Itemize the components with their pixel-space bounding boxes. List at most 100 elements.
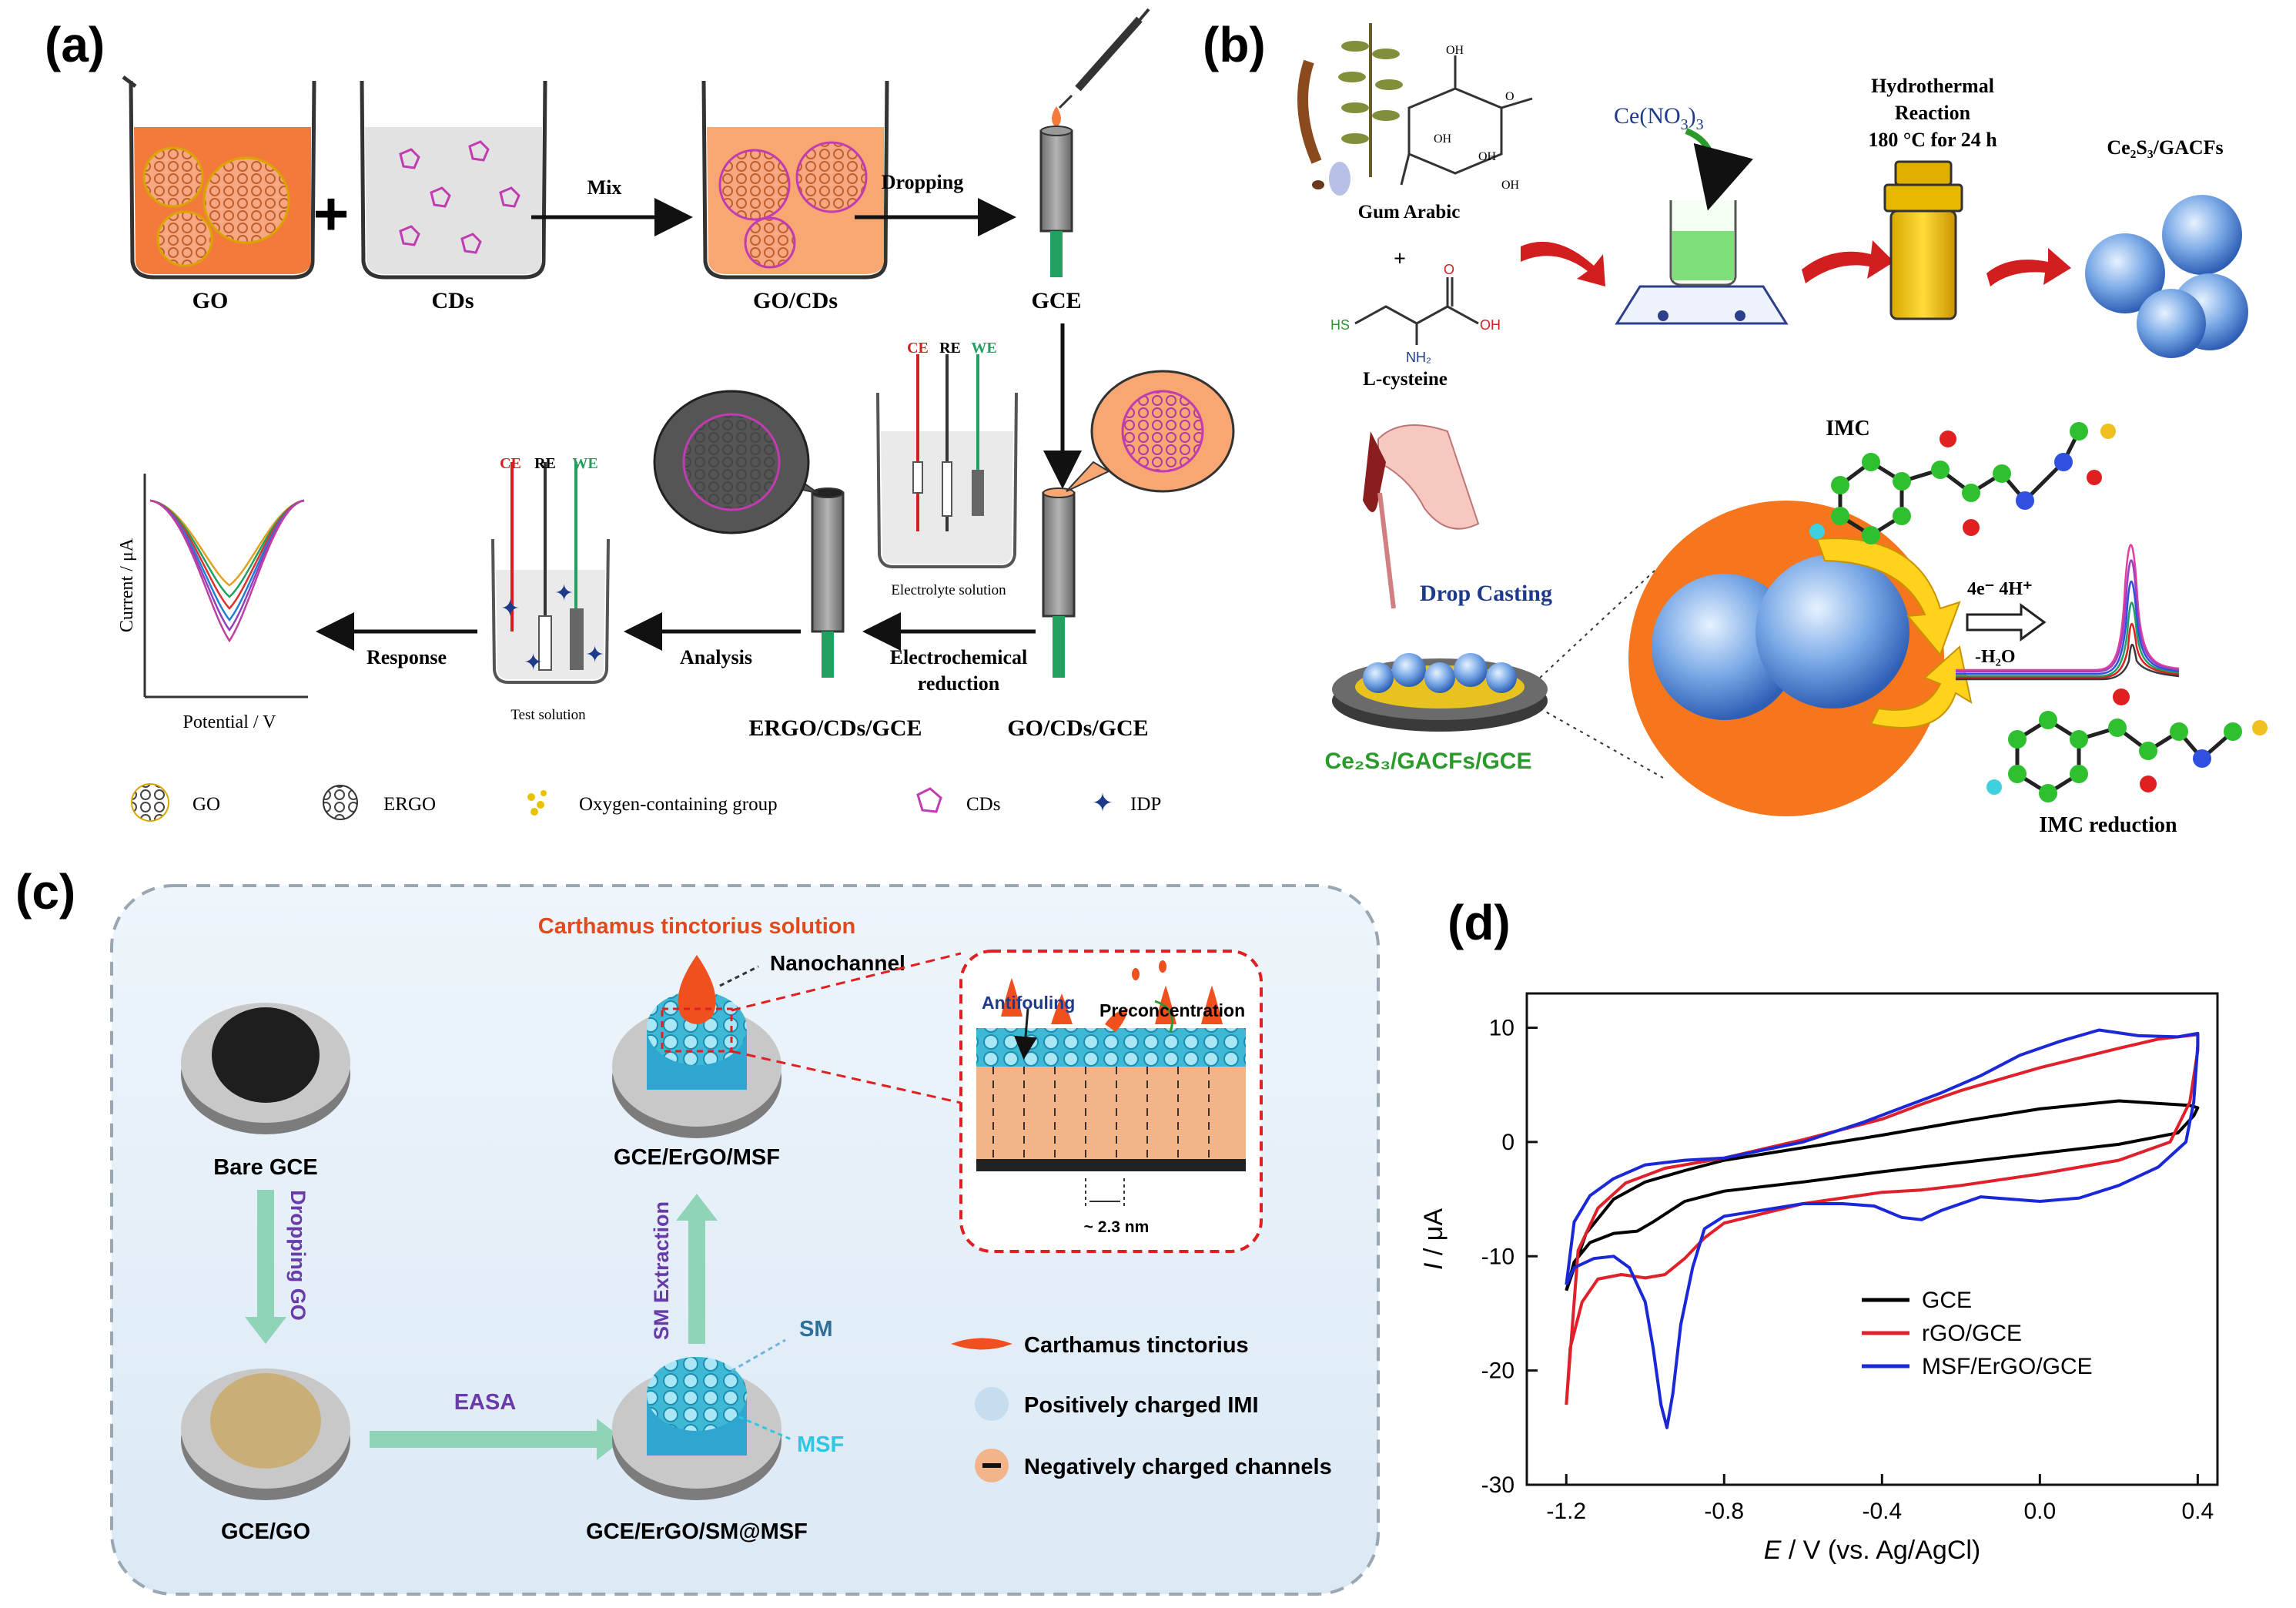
y-tick-label: -20 bbox=[1481, 1358, 1514, 1384]
legend-a-idp: IDP bbox=[1130, 794, 1161, 815]
imc-label: IMC bbox=[1826, 417, 1870, 441]
dropping-go-label: Dropping GO bbox=[286, 1190, 310, 1320]
series-line-gce bbox=[1565, 1099, 2200, 1291]
hydro-label-1: Hydrothermal bbox=[1871, 75, 1994, 97]
oxygen-group-icon bbox=[527, 790, 547, 816]
test-cell: ✦✦ ✦✦ bbox=[491, 462, 610, 684]
mini-cv-curves bbox=[1956, 544, 2180, 681]
gce-ergo-sm-msf-label: GCE/ErGO/SM@MSF bbox=[586, 1519, 808, 1544]
legend-a-cds: CDs bbox=[966, 794, 1000, 815]
mol-o1: O bbox=[1505, 90, 1514, 103]
imc-reduction-label: IMC reduction bbox=[2039, 813, 2177, 837]
mini-plot-xlabel: Potential / V bbox=[183, 712, 277, 732]
y-tick-label: -30 bbox=[1481, 1472, 1514, 1498]
legend-entry: rGO/GCE bbox=[1922, 1321, 2022, 1346]
y-tick-label: 0 bbox=[1501, 1130, 1514, 1155]
carthamus-icon bbox=[951, 1338, 1012, 1350]
gce-ergo-msf bbox=[612, 955, 782, 1138]
gce-ergo-msf-label: GCE/ErGO/MSF bbox=[614, 1145, 780, 1170]
plus-b: + bbox=[1394, 247, 1406, 271]
cell-re-label: RE bbox=[939, 340, 961, 357]
plant-icon bbox=[1297, 23, 1403, 196]
modified-electrode bbox=[1332, 653, 1548, 732]
arrow-analysis-label: Analysis bbox=[680, 646, 752, 668]
legend-a-ergo: ERGO bbox=[383, 794, 436, 815]
cell-we-label: WE bbox=[971, 340, 996, 357]
mol-oh4: OH bbox=[1501, 179, 1520, 192]
legend-a: ✦ bbox=[131, 783, 1114, 822]
size-label: ~ 2.3 nm bbox=[1084, 1218, 1150, 1236]
sm-extraction-label: SM Extraction bbox=[650, 1201, 673, 1340]
x-axis-label: E / V (vs. Ag/AgCl) bbox=[1764, 1536, 1981, 1565]
x-tick-label: 0.4 bbox=[2182, 1499, 2214, 1524]
legend-entry: MSF/ErGO/GCE bbox=[1922, 1354, 2093, 1379]
beaker-gocds-label: GO/CDs bbox=[753, 288, 838, 313]
beaker-cds-label: CDs bbox=[431, 288, 474, 313]
bare-gce-label: Bare GCE bbox=[213, 1155, 317, 1180]
arrow-easa bbox=[370, 1431, 601, 1448]
green-arrow bbox=[1685, 128, 1754, 211]
series-line-rgo-gce bbox=[1565, 1033, 2200, 1405]
electrode-ergo bbox=[653, 390, 845, 678]
legend-a-oxygen: Oxygen-containing group bbox=[579, 794, 778, 815]
arrow-response-label: Response bbox=[366, 646, 447, 668]
easa-label: EASA bbox=[454, 1390, 517, 1415]
panel-a: (a) GO + CDs Mix bbox=[45, 8, 1235, 822]
electrolyte-label: Electrolyte solution bbox=[891, 582, 1006, 598]
arrow-dropping-label: Dropping bbox=[882, 171, 963, 193]
cell-ce-label: CE bbox=[907, 340, 929, 357]
gce-go-label: GCE/GO bbox=[221, 1519, 310, 1544]
svg-text:✦: ✦ bbox=[554, 581, 574, 606]
mini-dpv-plot bbox=[143, 474, 308, 698]
pipette-hand-icon bbox=[1363, 424, 1480, 609]
y-tick-label: -10 bbox=[1481, 1244, 1514, 1269]
mini-plot-ylabel: Current / μA bbox=[117, 538, 137, 632]
x-tick-label: 0.0 bbox=[2023, 1499, 2056, 1524]
test-solution-label: Test solution bbox=[510, 707, 586, 723]
mol-hs: HS bbox=[1330, 317, 1350, 333]
mol-oh3: OH bbox=[1478, 150, 1497, 163]
cds-icon bbox=[916, 787, 942, 813]
panel-b-label: (b) bbox=[1203, 17, 1266, 72]
electrode-gce bbox=[1039, 126, 1073, 277]
arrow-reduction-label-1: Electrochemical bbox=[890, 646, 1028, 668]
nanochannel-zoom bbox=[959, 950, 1263, 1253]
x-tick-label: -1.2 bbox=[1546, 1499, 1586, 1524]
cell2-ce-label: CE bbox=[500, 455, 521, 472]
mol-oh1: OH bbox=[1446, 44, 1464, 57]
arrow-reduction-label-2: reduction bbox=[918, 672, 1000, 695]
hydro-label-3: 180 °C for 24 h bbox=[1868, 129, 1997, 151]
panel-b: (b) OH O OH OH OH Gum Arabic + bbox=[1203, 17, 2268, 837]
electrode-gce-label: GCE bbox=[1031, 288, 1081, 313]
legend-a-go: GO bbox=[192, 794, 220, 815]
mol-o2: O bbox=[1444, 262, 1454, 277]
antifouling-label: Antifouling bbox=[982, 993, 1075, 1013]
gum-arabic-structure bbox=[1400, 55, 1533, 186]
idp-icon: ✦ bbox=[1092, 789, 1114, 818]
x-tick-label: -0.8 bbox=[1704, 1499, 1744, 1524]
red-arrows bbox=[1521, 240, 2071, 286]
arrow-sm-extraction bbox=[688, 1217, 705, 1344]
y-axis-label: I / μA bbox=[1419, 1208, 1448, 1270]
arrow-mix-label: Mix bbox=[587, 176, 622, 199]
sm-label: SM bbox=[799, 1317, 833, 1342]
gce-ergo-sm-msf bbox=[612, 1357, 782, 1500]
imc-molecule bbox=[1809, 422, 2116, 544]
electrode-gocdsgce bbox=[1042, 370, 1235, 678]
syringe-icon bbox=[1052, 8, 1150, 128]
bare-gce bbox=[181, 1003, 350, 1134]
electrode-ergo-label: ERGO/CDs/GCE bbox=[748, 715, 922, 741]
svg-text:✦: ✦ bbox=[524, 650, 543, 675]
legend-c-channels: Negatively charged channels bbox=[1024, 1455, 1332, 1479]
gum-arabic-label: Gum Arabic bbox=[1358, 202, 1461, 223]
gce-go bbox=[181, 1368, 350, 1500]
panel-c-label: (c) bbox=[15, 864, 75, 920]
imc-reduction-molecule bbox=[1986, 688, 2268, 802]
solution-label: Carthamus tinctorius solution bbox=[538, 914, 855, 939]
beaker-cds bbox=[360, 80, 547, 280]
electrolyte-cell bbox=[876, 354, 1018, 568]
legend-entry: GCE bbox=[1922, 1288, 1972, 1313]
preconcentration-label: Preconcentration bbox=[1099, 1000, 1245, 1020]
